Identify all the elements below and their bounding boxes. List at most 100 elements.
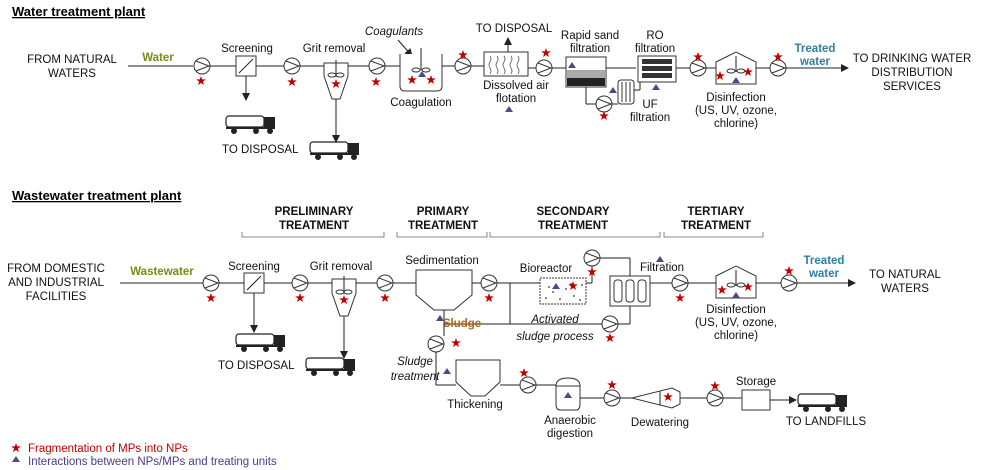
ww-screen-icon [243, 272, 265, 294]
water-plant-title: Water treatment plant [12, 4, 146, 19]
star-icon [607, 380, 617, 389]
water-truck-1-icon [225, 115, 276, 135]
activated-label-2: sludge process [516, 331, 594, 343]
ww-pump-1-icon [202, 274, 220, 292]
bracket-preliminary [241, 232, 385, 238]
rapid-sand-filter-icon [565, 56, 607, 88]
dewatering-label: Dewatering [631, 417, 689, 429]
dewatering-centrifuge-icon [631, 387, 681, 409]
to-landfills-label: TO LANDFILLS [786, 416, 867, 428]
star-icon [710, 381, 720, 390]
storage-label: Storage [736, 376, 776, 388]
water-destination-3: SERVICES [883, 81, 941, 93]
ww-truck-1-icon [235, 333, 286, 353]
triangle-icon [552, 283, 560, 289]
water-source-line-2: WATERS [48, 68, 96, 80]
star-icon [371, 77, 381, 86]
ro-label-2: filtration [635, 43, 675, 55]
ww-pump-2-icon [291, 274, 309, 292]
star-icon [519, 368, 529, 377]
thickening-tank-icon [455, 359, 501, 397]
anaerobic-label-1: Anaerobic [544, 415, 596, 427]
ww-recycle-pump-icon [601, 315, 619, 333]
water-screen-icon [235, 55, 257, 77]
bracket-secondary [489, 232, 661, 238]
star-icon [451, 338, 461, 347]
water-disinfection-label-1: Disinfection [706, 92, 765, 104]
water-uf-pump-icon [595, 95, 613, 113]
sludge-pump-3-icon [603, 389, 621, 407]
uf-filter-icon [617, 79, 635, 105]
legend-star-icon [11, 443, 21, 452]
water-screening-label: Screening [221, 43, 273, 55]
water-pump-5-icon [535, 59, 553, 77]
star-icon [605, 333, 615, 342]
coagulants-label: Coagulants [365, 26, 423, 38]
bioreactor-label: Bioreactor [520, 263, 573, 275]
coagulants-arrow [397, 39, 413, 57]
ww-filtration-label: Filtration [640, 262, 684, 274]
ww-disinfection-label-3: chlorine) [714, 330, 758, 342]
legend-star-text: Fragmentation of MPs into NPs [28, 443, 188, 455]
star-icon [484, 293, 494, 302]
ww-treated-label-1: Treated [804, 255, 845, 267]
bracket-tertiary [663, 232, 764, 238]
star-icon [599, 111, 609, 120]
stage-secondary-1: SECONDARY [536, 206, 609, 218]
uf-label-2: filtration [630, 112, 670, 124]
daf-unit-icon [483, 51, 529, 77]
ww-disinfection-label-1: Disinfection [706, 304, 765, 316]
mbr-filter-icon [609, 275, 651, 307]
coagulation-label: Coagulation [390, 97, 451, 109]
sedimentation-label: Sedimentation [405, 255, 479, 267]
water-to-disposal-top: TO DISPOSAL [476, 23, 553, 35]
stage-preliminary-2: TREATMENT [279, 220, 349, 232]
stage-preliminary-1: PRELIMINARY [275, 206, 354, 218]
water-treated-label-1: Treated [795, 43, 836, 55]
ro-filter-icon [637, 55, 677, 83]
ww-destination-1: TO NATURAL [869, 269, 941, 281]
water-disinfection-label-3: chlorine) [714, 118, 758, 130]
activated-label-1: Activated [530, 314, 579, 326]
wastewater-plant-title: Wastewater treatment plant [12, 188, 182, 203]
ww-truck-3-icon [797, 393, 848, 413]
bracket-primary [396, 232, 488, 238]
sedimentation-tank-icon [415, 269, 473, 311]
water-pump-1-icon [193, 57, 211, 75]
water-pump-7-icon [769, 59, 787, 77]
triangle-icon [568, 62, 576, 68]
water-flow-label: Water [142, 52, 174, 64]
stage-tertiary-2: TREATMENT [681, 220, 751, 232]
stage-primary-1: PRIMARY [417, 206, 470, 218]
stage-secondary-2: TREATMENT [538, 220, 608, 232]
bioreactor-icon [539, 277, 587, 305]
triangle-icon [652, 84, 660, 90]
triangle-icon [505, 106, 513, 112]
sludge-pump-2-icon [519, 376, 537, 394]
legend-triangle-icon [12, 456, 20, 462]
ww-treated-label-2: water [808, 268, 840, 280]
daf-label-line-1: Dissolved air [483, 80, 549, 92]
star-icon [541, 48, 551, 57]
daf-label-line-2: flotation [496, 93, 536, 105]
water-grit-removal-label: Grit removal [303, 43, 366, 55]
water-disinfection-icon [715, 51, 757, 85]
star-icon [196, 76, 206, 85]
coagulation-tank-icon [399, 48, 443, 92]
uf-label-1: UF [642, 99, 657, 111]
storage-box-icon [741, 389, 771, 411]
ww-pump-3-icon [376, 274, 394, 292]
ww-source-2: AND INDUSTRIAL [8, 277, 104, 289]
water-source-line-1: FROM NATURAL [27, 54, 117, 66]
star-icon [380, 293, 390, 302]
triangle-icon [443, 368, 451, 374]
water-treated-label-2: water [799, 56, 831, 68]
legend: Fragmentation of MPs into NPs Interactio… [11, 443, 277, 468]
triangle-icon [564, 392, 572, 398]
star-icon [784, 266, 794, 275]
ww-destination-2: WATERS [881, 283, 929, 295]
ww-flow-label: Wastewater [130, 266, 194, 278]
star-icon [295, 293, 305, 302]
water-truck-2-icon [309, 141, 360, 161]
